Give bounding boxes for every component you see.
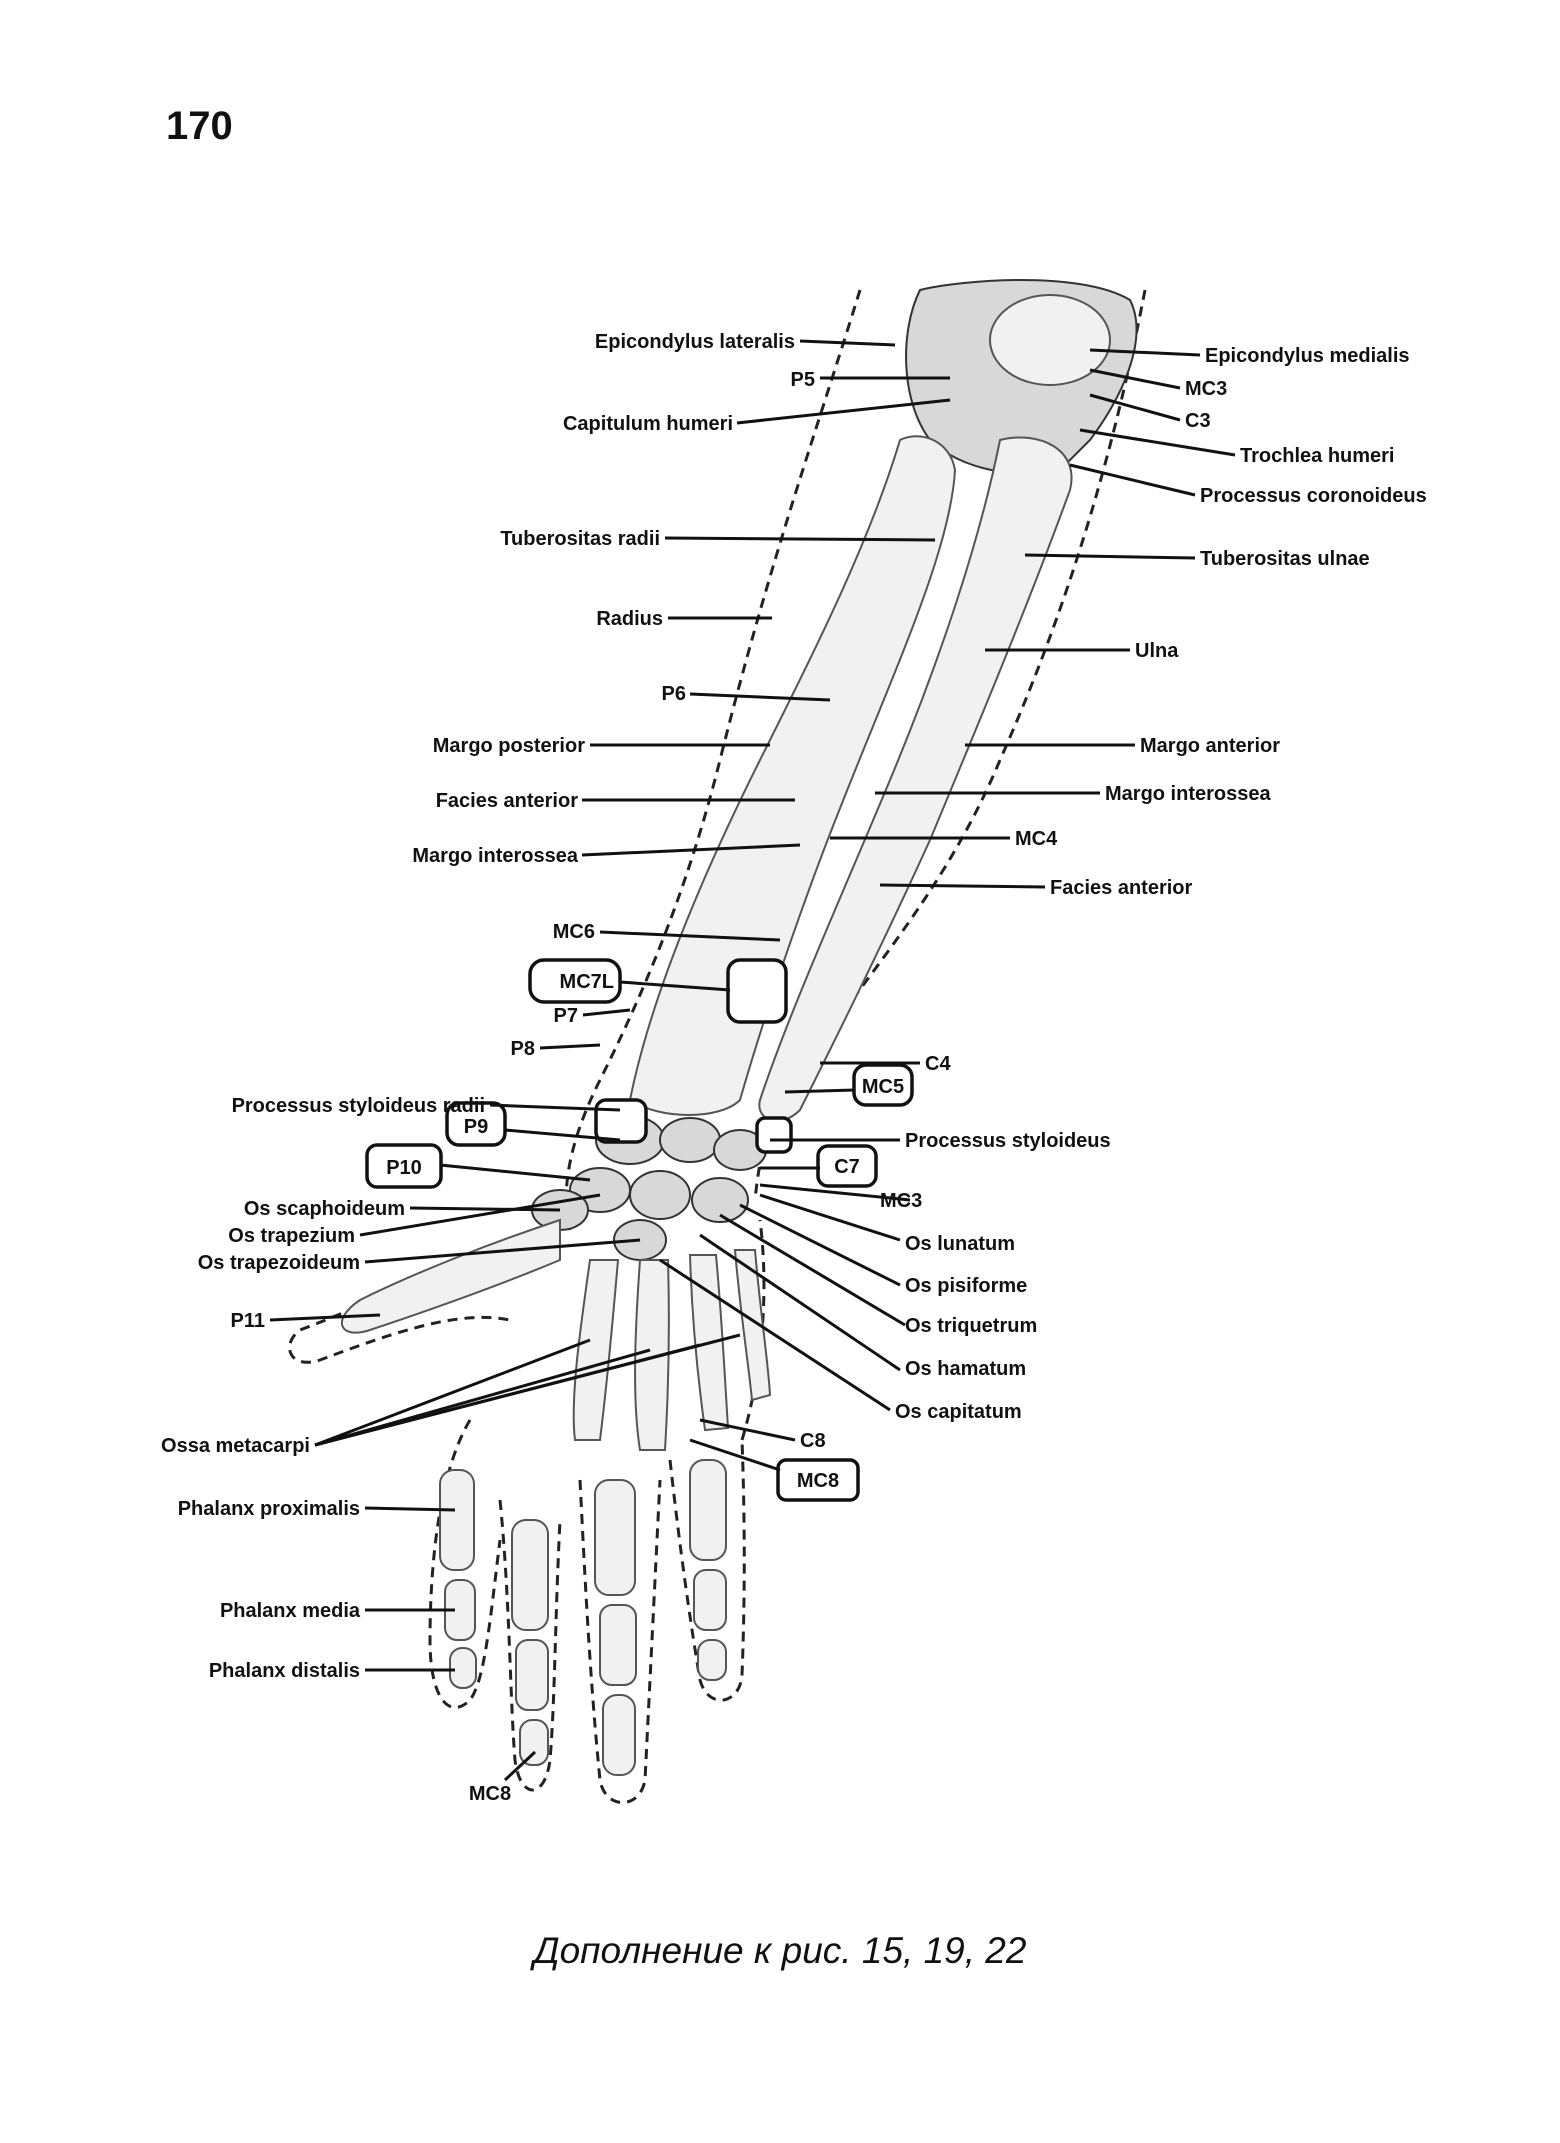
label-mc6: MC6: [553, 921, 595, 943]
leader-lines: [269, 339, 1236, 1782]
label-os-scaphoideum: Os scaphoideum: [244, 1198, 405, 1220]
label-p6: P6: [662, 683, 686, 705]
label-facies-anterior-right: Facies anterior: [1050, 877, 1193, 899]
label-radius: Radius: [596, 608, 663, 630]
metacarpal-bones: [572, 1249, 772, 1451]
figure-caption: Дополнение к рис. 15, 19, 22: [533, 1930, 1027, 1971]
label-p5: P5: [791, 369, 815, 391]
label-phalanx-distalis: Phalanx distalis: [209, 1660, 360, 1682]
label-p11: P11: [231, 1310, 265, 1332]
label-c8: C8: [800, 1430, 826, 1452]
label-ulna: Ulna: [1135, 640, 1179, 662]
label-mc3-wrist: MC3: [880, 1190, 922, 1212]
label-tuberositas-ulnae: Tuberositas ulnae: [1200, 548, 1370, 570]
label-mc7l: MC7L: [560, 971, 614, 993]
label-os-trapezium: Os trapezium: [228, 1225, 355, 1247]
left-labels: Epicondylus lateralis P5 Capitulum humer…: [178, 331, 815, 1805]
label-margo-interossea-right: Margo interossea: [1105, 783, 1271, 805]
label-tuberositas-radii: Tuberositas radii: [500, 528, 660, 550]
label-margo-interossea-left: Margo interossea: [412, 845, 578, 867]
label-mc5: MC5: [862, 1076, 904, 1098]
label-trochlea-humeri: Trochlea humeri: [1240, 445, 1395, 467]
right-labels: Epicondylus medialis MC3 C3 Trochlea hum…: [797, 345, 1427, 1492]
label-c7: C7: [834, 1156, 860, 1178]
humerus-distal: [905, 279, 1138, 475]
label-os-pisiforme: Os pisiforme: [905, 1275, 1027, 1297]
label-mc4: MC4: [1015, 828, 1058, 850]
label-mc8-bottom: MC8: [469, 1783, 511, 1805]
label-facies-anterior-left: Facies anterior: [436, 790, 579, 812]
carpal-bones: [531, 1115, 767, 1261]
label-os-triquetrum: Os triquetrum: [905, 1315, 1037, 1337]
point-boxes: [365, 958, 914, 1502]
other-labels: Ossa metacarpi: [161, 1435, 310, 1457]
label-c3: C3: [1185, 410, 1211, 432]
label-phalanx-proximalis: Phalanx proximalis: [178, 1498, 360, 1520]
label-p10: P10: [386, 1157, 422, 1179]
label-p8: P8: [511, 1038, 535, 1060]
label-epicondylus-medialis: Epicondylus medialis: [1205, 345, 1410, 367]
phalanges: [439, 1459, 727, 1776]
label-os-trapezoideum: Os trapezoideum: [198, 1252, 360, 1274]
label-epicondylus-lateralis: Epicondylus lateralis: [595, 331, 795, 353]
label-margo-anterior: Margo anterior: [1140, 735, 1280, 757]
label-processus-styloideus: Processus styloideus: [905, 1130, 1111, 1152]
label-os-lunatum: Os lunatum: [905, 1233, 1015, 1255]
ulna-bone: [758, 436, 1073, 1122]
label-p9: P9: [464, 1116, 488, 1138]
label-processus-coronoideus: Processus coronoideus: [1200, 485, 1427, 507]
label-phalanx-media: Phalanx media: [220, 1600, 361, 1622]
label-margo-posterior: Margo posterior: [433, 735, 585, 757]
radius-bone: [628, 435, 957, 1116]
label-mc8-right: MC8: [797, 1470, 839, 1492]
page-number: 170: [166, 104, 233, 148]
arm-outline: [288, 289, 1147, 1804]
label-os-hamatum: Os hamatum: [905, 1358, 1026, 1380]
label-ossa-metacarpi: Ossa metacarpi: [161, 1435, 310, 1457]
label-mc3-top: MC3: [1185, 378, 1227, 400]
label-capitulum-humeri: Capitulum humeri: [563, 413, 733, 435]
label-c4: C4: [925, 1053, 951, 1075]
label-p7: P7: [554, 1005, 578, 1027]
label-processus-styloideus-radii: Processus styloideus radii: [232, 1095, 485, 1117]
label-os-capitatum: Os capitatum: [895, 1401, 1022, 1423]
